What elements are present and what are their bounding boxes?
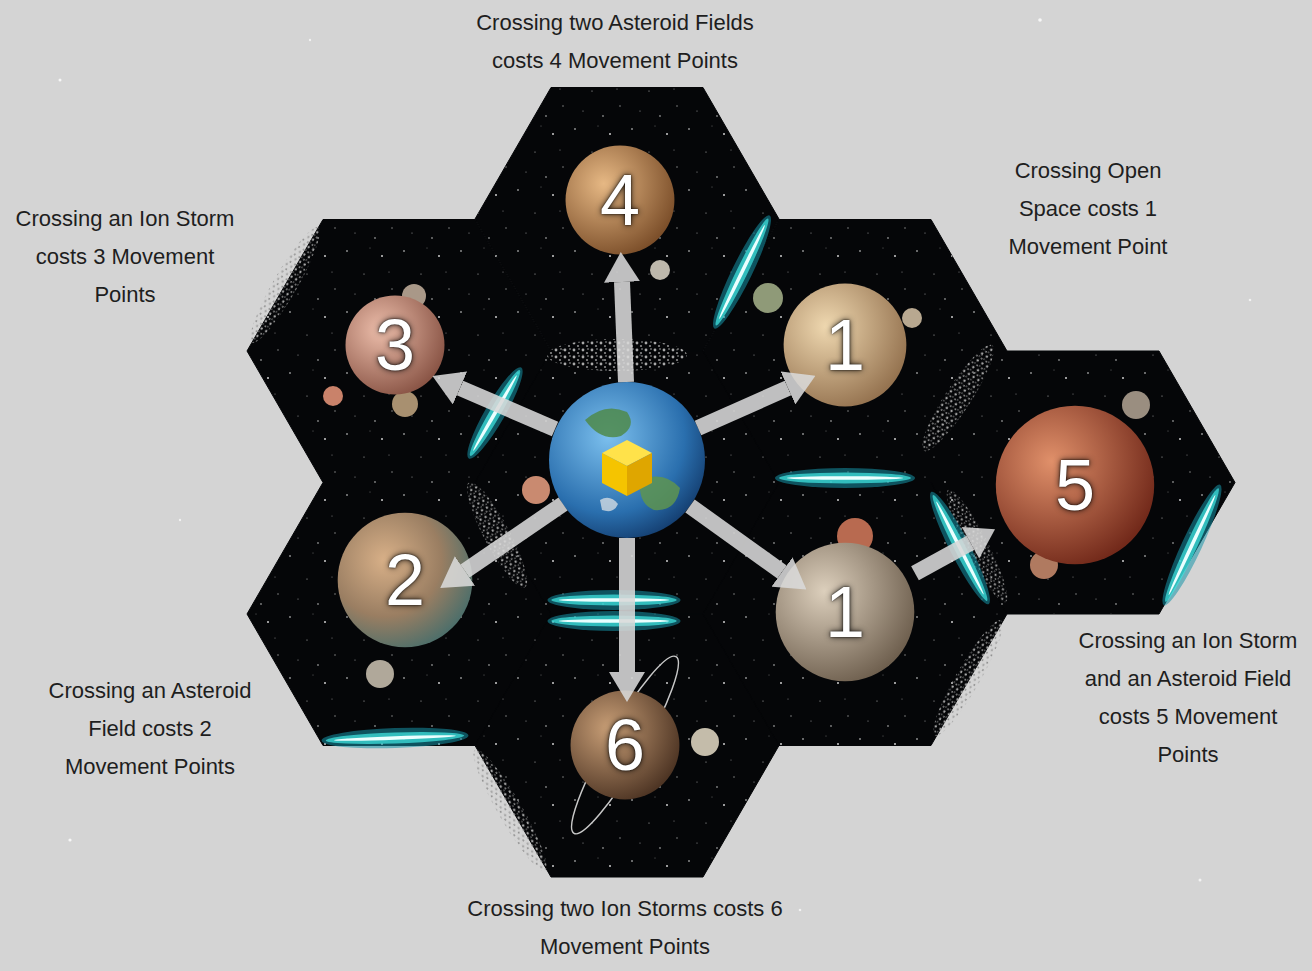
planet-node: 5 xyxy=(995,405,1155,565)
asteroid-fields xyxy=(241,221,1015,876)
planet-ring xyxy=(558,648,691,843)
planet-body xyxy=(346,296,445,395)
movement-arrow xyxy=(915,527,995,573)
movement-arrow xyxy=(460,282,788,672)
callout-number: 2 xyxy=(385,544,425,616)
rule-note: Crossing an Ion Storm costs 3 Movement P… xyxy=(10,200,240,314)
rule-note: Crossing Open Space costs 1 Movement Poi… xyxy=(988,152,1188,266)
rule-note: Crossing an Ion Storm and an Asteroid Fi… xyxy=(1072,622,1304,774)
arrow-head xyxy=(962,527,995,559)
planet-node: 4 xyxy=(565,145,675,255)
planet-node: 2 xyxy=(337,512,473,648)
rule-note: Crossing two Ion Storms costs 6 Movement… xyxy=(465,890,785,966)
planet-node: 6 xyxy=(570,690,680,800)
callout-number: 4 xyxy=(600,164,640,236)
callout-number: 1 xyxy=(825,309,865,381)
hex-stars xyxy=(247,88,1235,878)
rule-note: Crossing two Asteroid Fields costs 4 Mov… xyxy=(450,4,780,80)
callout-number: 5 xyxy=(1055,449,1095,521)
home-planet xyxy=(549,382,705,538)
planet-body xyxy=(566,146,675,255)
planet-node: 3 xyxy=(345,295,445,395)
planet-body xyxy=(996,406,1154,564)
rule-note: Crossing an Asteroid Field costs 2 Movem… xyxy=(35,672,265,786)
planet-body xyxy=(338,513,473,648)
callout-number: 6 xyxy=(605,709,645,781)
planet-body xyxy=(784,284,907,407)
planet-body xyxy=(776,543,915,682)
hex-board xyxy=(247,88,1235,878)
callout-number: 1 xyxy=(825,576,865,648)
yellow-cube xyxy=(602,440,652,496)
callout-number: 3 xyxy=(375,309,415,381)
background-stars xyxy=(59,18,1252,911)
planet-node: 1 xyxy=(783,283,907,407)
planet-node: 1 xyxy=(775,542,915,682)
planet-body xyxy=(571,691,680,800)
arrow-shaft xyxy=(915,543,970,574)
